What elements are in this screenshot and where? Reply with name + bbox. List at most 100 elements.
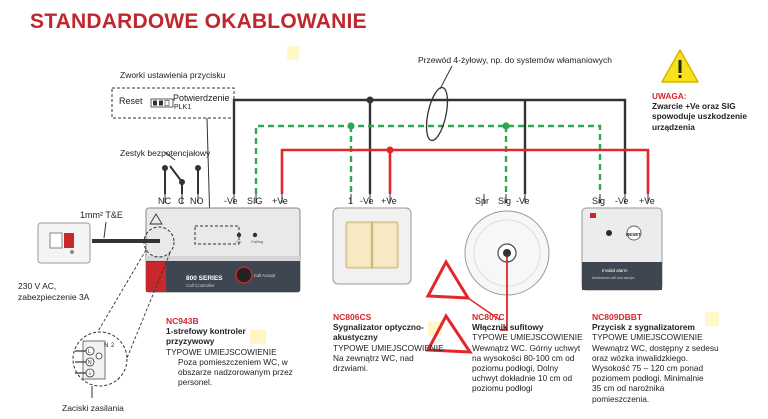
pointer-line [439, 65, 453, 90]
product-caption-button: NC809DBBT Przycisk z sygnalizatorem TYPO… [592, 312, 719, 404]
placement-text: na wysokości 80-100 cm od [472, 352, 575, 363]
terminal-n2-label: N [88, 360, 92, 366]
junction-dot [386, 146, 394, 154]
placement-text: oraz wózka inwalidzkiego. [592, 352, 688, 363]
terminal-no: NO [190, 196, 204, 206]
mains-terminal-block [72, 331, 128, 387]
mains-label-1: 230 V AC, [18, 281, 57, 291]
placement-text: obszarze nadzorowanym przez [178, 367, 293, 378]
cable-bundle-loop [425, 86, 449, 142]
placement-heading: TYPOWE UMIEJSCOWIENIE [166, 346, 277, 357]
black-wire [232, 98, 627, 194]
series-label: 800 SERIES [186, 275, 223, 282]
placement-text: Wysokość 75 – 120 cm ponad [592, 363, 704, 374]
placement-text: drzwiami. [333, 363, 369, 374]
on-led-label: On [236, 239, 241, 244]
page-title: STANDARDOWE OKABLOWANIE [30, 10, 367, 33]
placement-text: poziomu podłogi [472, 383, 533, 394]
four-wire-label: Przewód 4-żyłowy, np. do systemów właman… [418, 55, 612, 65]
series-sublabel: Call Controller [186, 283, 215, 288]
junction-dot [366, 96, 374, 104]
placement-text: pomieszczenia. [592, 393, 650, 404]
volt-free-label: Zestyk bezpotencjałowy [120, 148, 211, 158]
placement-text: Wewnątrz WC, dostępny z sedesu [592, 342, 719, 353]
product-code: NC806CS [333, 312, 372, 322]
warning-line: spowoduje uszkodzenie [652, 111, 747, 122]
red-wire [280, 148, 650, 194]
red-pull-cord [425, 257, 508, 354]
product-caption-controller: NC943B 1-strefowy kontroler przyzywowy T… [166, 316, 293, 387]
jumpers-label: Zworki ustawienia przycisku [120, 70, 226, 80]
reset-button-label: RESET [626, 232, 641, 237]
terminal-n-label: N [104, 343, 108, 349]
button-panel-sublabel: Assistance call and accept [592, 276, 634, 280]
terminal-neg: -Ve [615, 196, 629, 206]
pointer-line [164, 151, 176, 161]
contact-dot [162, 165, 168, 171]
pointer-line [206, 117, 211, 226]
sounder-device [332, 207, 412, 285]
green-dashed-wire [254, 124, 602, 194]
jumper-reset-label: Reset [119, 96, 143, 106]
call-button-device [581, 207, 663, 291]
placement-heading: TYPOWE UMIEJSCOWIENIE [333, 342, 444, 353]
placement-text: poziomem podłogi. Minimalnie [592, 373, 704, 384]
terminal-neg: -Ve [516, 196, 530, 206]
accept-button-label: Call Accept [254, 273, 276, 278]
product-code: NC807C [472, 312, 505, 322]
terminal-pos: +Ve [639, 196, 655, 206]
terminal-sig: Sig [592, 196, 606, 206]
product-caption-pull-cord: NC807C Włącznik sufitowy TYPOWE UMIEJSCO… [472, 312, 583, 394]
button-panel-label: Invalid alarm [602, 268, 628, 273]
pointer-line [103, 221, 107, 239]
placement-text: poziomu podłogi, Dolny [472, 363, 559, 374]
terminal-c: C [178, 196, 185, 206]
placement-text: Poza pomieszczeniem WC, w [178, 356, 288, 367]
jumper-settings-box [111, 87, 235, 119]
terminal-pos: +Ve [381, 196, 397, 206]
cable-label: 1mm² T&E [80, 210, 123, 220]
terminal-2-label: 2 [111, 343, 115, 349]
terminal-nc: NC [158, 196, 171, 206]
product-code: NC809DBBT [592, 312, 643, 322]
warning-line: urządzenia [652, 121, 695, 132]
terminal-spr: Spr [475, 196, 490, 206]
warning-note: UWAGA: Zwarcie +Ve oraz SIG spowoduje us… [652, 91, 747, 132]
placement-heading: TYPOWE UMIEJSCOWIENIE [472, 332, 583, 343]
controller-device [145, 207, 301, 293]
placement-text: uchwyt dokładnie 10 cm od [472, 373, 573, 384]
placement-text: Wewnątrz WC. Górny uchwyt [472, 342, 581, 353]
placement-heading: TYPOWE UMIEJSCOWIENIE [592, 332, 703, 343]
terminal-sig: Sig [498, 196, 512, 206]
contact-dot [195, 165, 201, 171]
junction-dot [502, 122, 510, 130]
product-name: Sygnalizator optyczno- [333, 322, 424, 333]
product-name: 1-strefowy kontroler [166, 326, 246, 337]
product-caption-sounder: NC806CS Sygnalizator optyczno- akustyczn… [333, 312, 444, 373]
terminal-sig: SIG [247, 196, 263, 206]
warning-line: Zwarcie +Ve oraz SIG [652, 101, 736, 112]
terminal-1: 1 [348, 196, 354, 206]
product-name: akustyczny [333, 332, 378, 343]
terminal-neg: -Ve [224, 196, 238, 206]
junction-dot [347, 122, 355, 130]
terminal-l-label: L [88, 349, 91, 355]
jumper-confirm-label: Potwierdzenie [173, 93, 230, 103]
placement-text: personel. [178, 377, 213, 388]
terminal-neg: -Ve [360, 196, 374, 206]
contact-dot [179, 179, 185, 185]
earth-terminal-icon: ⏚ [88, 370, 93, 377]
warning-icon [661, 49, 699, 83]
terminal-pos: +Ve [272, 196, 288, 206]
jumper-plk-label: PLK1 [174, 104, 192, 111]
mains-label-2: zabezpieczenie 3A [18, 292, 90, 302]
product-code: NC943B [166, 316, 199, 326]
calling-led-label: Calling [251, 239, 263, 244]
power-clamps-label: Zaciski zasilania [62, 403, 124, 413]
placement-text: 35 cm od narożnika [592, 383, 665, 394]
product-name: przyzywowy [166, 336, 215, 347]
warning-title: UWAGA: [652, 91, 687, 101]
fused-spur [37, 222, 91, 264]
terminal-detail-circle [143, 226, 175, 258]
